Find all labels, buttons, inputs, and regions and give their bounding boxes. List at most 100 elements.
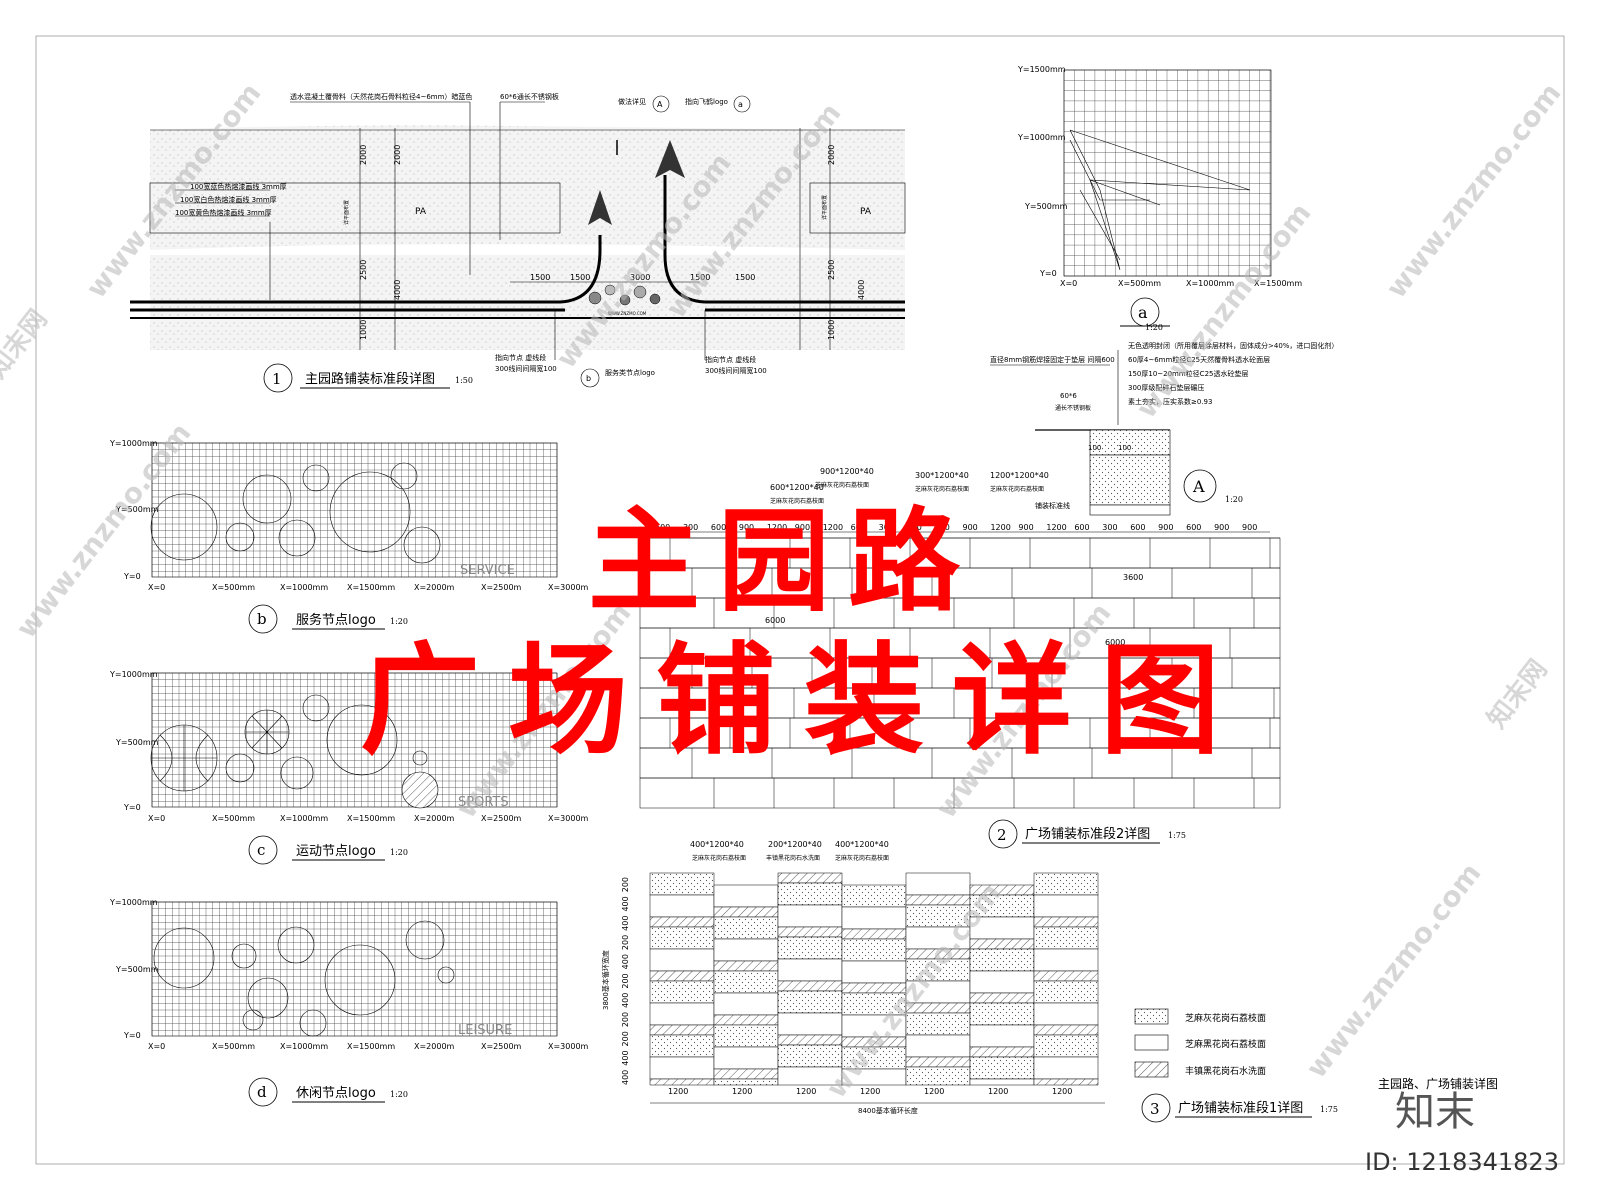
b-x-1000: X=1000mm [280, 583, 328, 592]
section-note-1: 无色透明封闭（所用覆层涂层材料，固体成分>40%，进口固化剂） [1128, 341, 1338, 350]
drawing-1-title: 主园路铺装标准段详图 [305, 371, 435, 387]
paving-stone [649, 926, 715, 950]
d2-top-dim: 900 [963, 523, 978, 532]
paving-stone [649, 916, 715, 928]
d3-spec1: 400*1200*40 [690, 840, 744, 849]
a-y-1000: Y=1000mm [1017, 133, 1066, 142]
section-dim-100b: 100 [1118, 444, 1131, 452]
watermark-6: 知末网 [1482, 654, 1554, 734]
paving-stone [649, 970, 715, 982]
paving-stone [777, 872, 843, 884]
d2-spec3b: 芝麻灰花岗石荔枝面 [915, 485, 969, 493]
d2-dim-3600: 3600 [1123, 573, 1143, 582]
d2-top-dim: 900 [795, 523, 810, 532]
d2-top-dim: 900 [1214, 523, 1229, 532]
note-bottom-5: 300线间间隔宽100 [705, 366, 767, 375]
paving-stone [1033, 1056, 1099, 1080]
c-y-500: Y=500mm [115, 738, 159, 747]
paving-stone [649, 1024, 715, 1036]
d-y-0: Y=0 [123, 1031, 141, 1040]
section-plate-desc: 通长不锈钢板 [1055, 404, 1091, 412]
drawing-1-scale: 1:50 [455, 376, 473, 385]
legend-swatch-gray [1134, 1008, 1169, 1025]
paving-stone [905, 872, 971, 896]
d2-dim-6000b: 6000 [1105, 638, 1125, 647]
d-x-1500: X=1500mm [347, 1042, 395, 1051]
paving-stone [1033, 926, 1099, 950]
d2-top-dim: 600 [935, 523, 950, 532]
c-x-500: X=500mm [212, 814, 255, 823]
d2-top-dim: 600 [1074, 523, 1089, 532]
drawing-2-title: 广场铺装标准段2详图 [1025, 827, 1150, 842]
d3-left-dim: 200 [621, 935, 630, 950]
drawing-3-plaza-section: 400*1200*40 芝麻灰花岗石荔枝面 200*1200*40 丰镇黑花岗石… [601, 840, 1338, 1123]
paving-stone [777, 980, 843, 992]
drawing-b-number: b [257, 610, 267, 628]
dim-1500-d: 1500 [735, 273, 755, 282]
note-crane-logo: 指向飞鹤logo [685, 97, 728, 106]
d2-spec4: 1200*1200*40 [990, 471, 1049, 480]
dim-1500-a: 1500 [530, 273, 550, 282]
drawing-c-scale: 1:20 [390, 848, 408, 857]
brand-logo-text: 知末 [1395, 1089, 1475, 1135]
drawing-A-number: A [1192, 477, 1205, 496]
banner-line-2: 广场铺装详图 [360, 632, 1248, 771]
note-side-left: 详平面布置 [343, 200, 350, 225]
paving-stone [649, 948, 715, 972]
paving-stone [713, 960, 779, 972]
paving-stone [969, 1056, 1035, 1080]
paving-stone [777, 958, 843, 982]
paving-stone [777, 1044, 843, 1068]
drawing-2-scale: 1:75 [1168, 831, 1186, 840]
paving-stone [969, 1002, 1035, 1026]
paving-stone [969, 938, 1035, 950]
d3-left-dim: 200 [621, 1031, 630, 1046]
a-x-1500: X=1500mm [1254, 279, 1302, 288]
d2-spec5: 铺装标准线 [1035, 501, 1070, 510]
d3-bottom-dim: 1200 [860, 1087, 880, 1096]
paving-stone [969, 970, 1035, 994]
sports-word: SPORTS [458, 795, 509, 810]
section-note-2: 60厚4~6mm粒径C25天然覆骨料透水砼面层 [1128, 355, 1270, 364]
a-y-0: Y=0 [1039, 269, 1057, 278]
drawing-1-road-plan: PA PA WWW.ZNZMO.COM 2000 2000 2000 2500 [130, 92, 906, 393]
d3-spec2b: 丰镇黑花岗石水洗面 [766, 854, 820, 862]
paving-stone [777, 1034, 843, 1046]
section-dim-100a: 100 [1088, 444, 1101, 452]
d3-bottom-dim: 1200 [668, 1087, 688, 1096]
drawing-a-scale: 1:20 [1145, 323, 1163, 332]
dim-2500-a: 2500 [359, 260, 368, 280]
drawing-2-number: 2 [997, 826, 1007, 844]
drawing-b-scale: 1:20 [390, 617, 408, 626]
paving-stone [777, 904, 843, 928]
d3-side-total: 3800基本循环宽度 [601, 950, 610, 1010]
d-x-500: X=500mm [212, 1042, 255, 1051]
paving-stone [713, 992, 779, 1016]
d3-left-dim: 200 [621, 1012, 630, 1027]
d3-left-dim: 400 [621, 1050, 630, 1065]
sheet-title-corner: 主园路、广场铺装详图 [1378, 1076, 1498, 1091]
circles-caption: WWW.ZNZMO.COM [608, 311, 647, 316]
paving-stone [969, 1078, 1035, 1086]
drawing-2-plaza-section: 900*1200*40 芝麻灰花岗石荔枝面 600*1200*40 芝麻灰花岗石… [639, 467, 1281, 849]
d3-left-dim: 400 [621, 896, 630, 911]
d-x-2500: X=2500m [481, 1042, 522, 1051]
d3-spec3: 400*1200*40 [835, 840, 889, 849]
a-x-500: X=500mm [1118, 279, 1161, 288]
callout-A-marker: A [657, 100, 663, 109]
drawing-c-sports-logo: SPORTS Y=1000mm Y=500mm Y=0 X=0 X=500mm … [109, 670, 589, 865]
dim-1500-c: 1500 [690, 273, 710, 282]
c-y-1000: Y=1000mm [109, 670, 158, 679]
b-x-2500: X=2500m [481, 583, 522, 592]
a-x-1000: X=1000mm [1186, 279, 1234, 288]
paving-stone [777, 926, 843, 938]
paving-stone [713, 1078, 779, 1086]
dim-2000-a: 2000 [359, 145, 368, 165]
d3-bottom-dim: 1200 [988, 1087, 1008, 1096]
drawing-3-number: 3 [1150, 1100, 1160, 1118]
paving-stone [1033, 948, 1099, 972]
d3-left-dim: 200 [621, 973, 630, 988]
a-x-0: X=0 [1060, 279, 1077, 288]
d2-spec3: 300*1200*40 [915, 471, 969, 480]
